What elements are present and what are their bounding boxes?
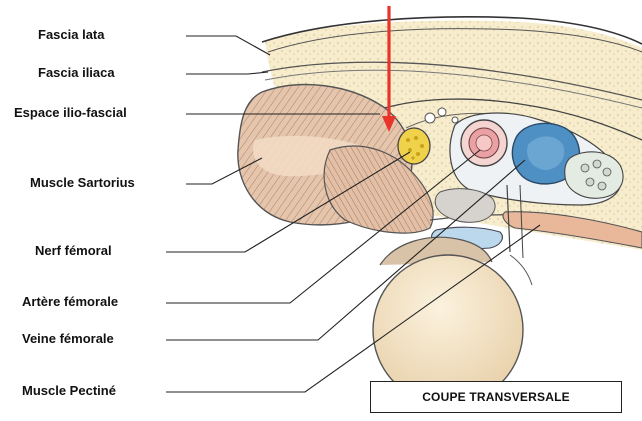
label-fascia-iliaca: Fascia iliaca — [38, 65, 115, 80]
leader-fascia-lata — [186, 36, 270, 55]
label-veine-femorale: Veine fémorale — [22, 331, 114, 346]
label-muscle-sartorius: Muscle Sartorius — [30, 175, 135, 190]
label-artere-femorale: Artère fémorale — [22, 294, 118, 309]
caption-text: COUPE TRANSVERSALE — [422, 390, 570, 404]
lymph-compartment — [565, 152, 623, 198]
label-nerf-femoral: Nerf fémoral — [35, 243, 112, 258]
label-fascia-lata: Fascia lata — [38, 27, 105, 42]
label-espace-ilio-fascial: Espace ilio-fascial — [14, 105, 127, 120]
leader-fascia-iliaca — [186, 72, 268, 74]
label-muscle-pectine: Muscle Pectiné — [22, 383, 116, 398]
caption-box: COUPE TRANSVERSALE — [370, 381, 622, 413]
